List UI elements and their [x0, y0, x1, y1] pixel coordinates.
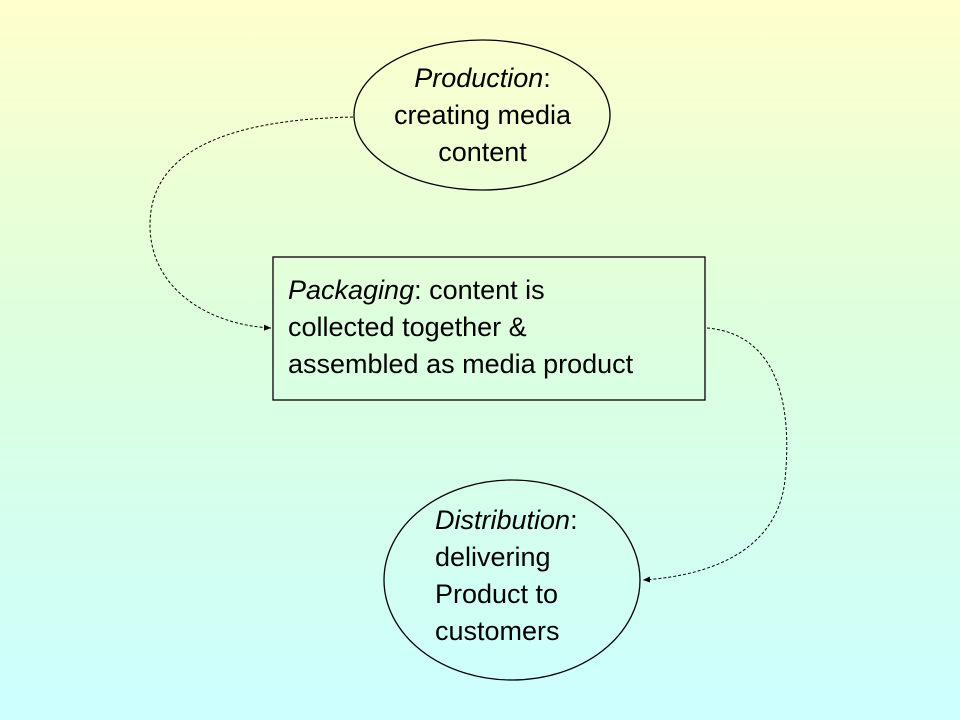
packaging-box [272, 256, 706, 401]
distribution-line-2: delivering [435, 542, 551, 572]
packaging-line-2: collected together & [288, 312, 527, 342]
distribution-line-1: Distribution: [435, 502, 635, 539]
distribution-line-3: Product to [435, 579, 559, 609]
connector-packaging-to-distribution [642, 327, 788, 583]
packaging-node-label: Packaging: content is collected together… [288, 272, 708, 383]
packaging-line-3: assembled as media product [288, 349, 634, 379]
production-node-label: Production: creating media content [355, 60, 610, 171]
packaging-line-1-rest: : content is [414, 275, 545, 305]
production-line-3: content [438, 137, 527, 167]
distribution-node-label: Distribution: delivering Product to cust… [435, 502, 635, 650]
distribution-colon: : [570, 505, 578, 535]
distribution-title: Distribution [435, 505, 571, 535]
distribution-line-4: customers [435, 616, 560, 646]
distribution-ellipse [383, 479, 641, 681]
packaging-line-1: Packaging: content is [288, 272, 708, 309]
packaging-title: Packaging [288, 275, 415, 305]
connector-production-to-packaging [149, 116, 354, 331]
production-line-1: Production: [355, 60, 610, 97]
production-colon: : [543, 63, 551, 93]
production-line-2: creating media [393, 100, 572, 130]
production-ellipse [353, 39, 611, 191]
production-title: Production [414, 63, 544, 93]
